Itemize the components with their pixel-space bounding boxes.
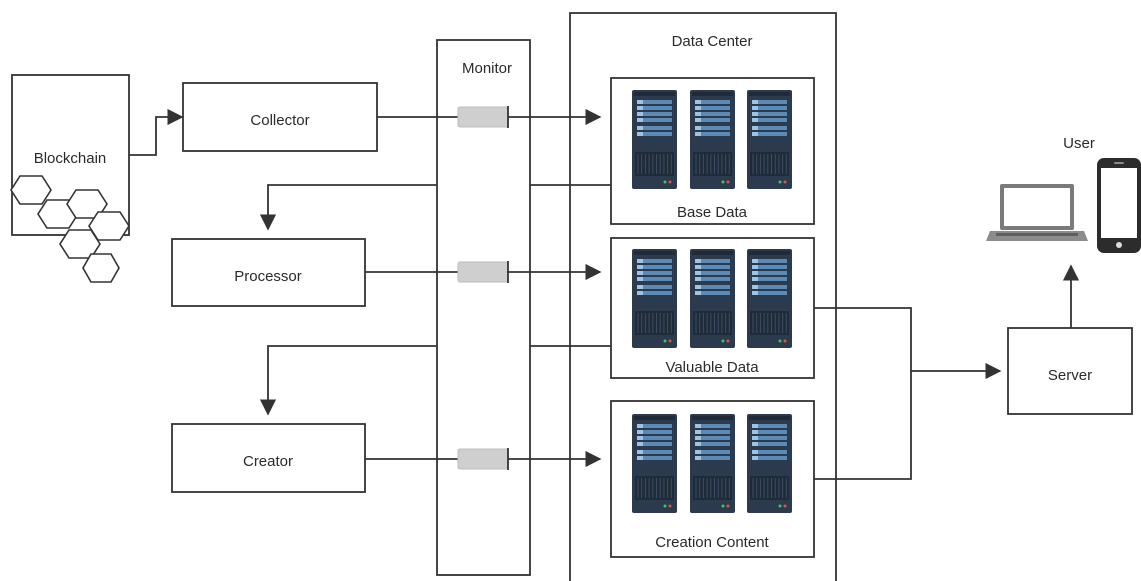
server-rack-icon [690,414,735,513]
creation-content-label: Creation Content [655,534,769,551]
processor-label: Processor [234,268,302,285]
server-racks [632,90,792,513]
blockchain-to-collector-line [129,108,184,156]
server-rack-icon [632,249,677,348]
server-label: Server [1048,367,1092,384]
collector-box [182,82,378,152]
server-rack-icon [690,249,735,348]
valuable-data-label: Valuable Data [665,359,759,376]
creator-box [171,423,366,493]
valuable-data-to-server-line [814,307,912,480]
laptop-icon [986,184,1088,241]
monitor-to-creator-arrow [259,345,437,416]
server-rack-icon [747,90,792,189]
hexagon-chain-icon [10,175,130,283]
collector-label: Collector [250,112,309,129]
server-rack-icon [632,414,677,513]
server-rack-icon [747,414,792,513]
server-rack-icon [747,249,792,348]
blockchain-label: Blockchain [34,150,107,167]
creator-label: Creator [243,453,293,470]
smartphone-icon [1097,158,1141,253]
monitor-box [436,39,531,576]
pipe-connector-icon [457,106,509,128]
pipe-connector-icon [457,448,509,470]
server-rack-icon [690,90,735,189]
monitor-to-processor-arrow [259,184,437,231]
pipe-connector-icon [457,261,509,283]
user-label: User [1063,135,1095,152]
server-rack-icon [632,90,677,189]
data-center-title: Data Center [672,33,753,50]
server-box [1007,327,1133,415]
monitor-label: Monitor [462,60,512,77]
base-data-label: Base Data [677,204,748,221]
